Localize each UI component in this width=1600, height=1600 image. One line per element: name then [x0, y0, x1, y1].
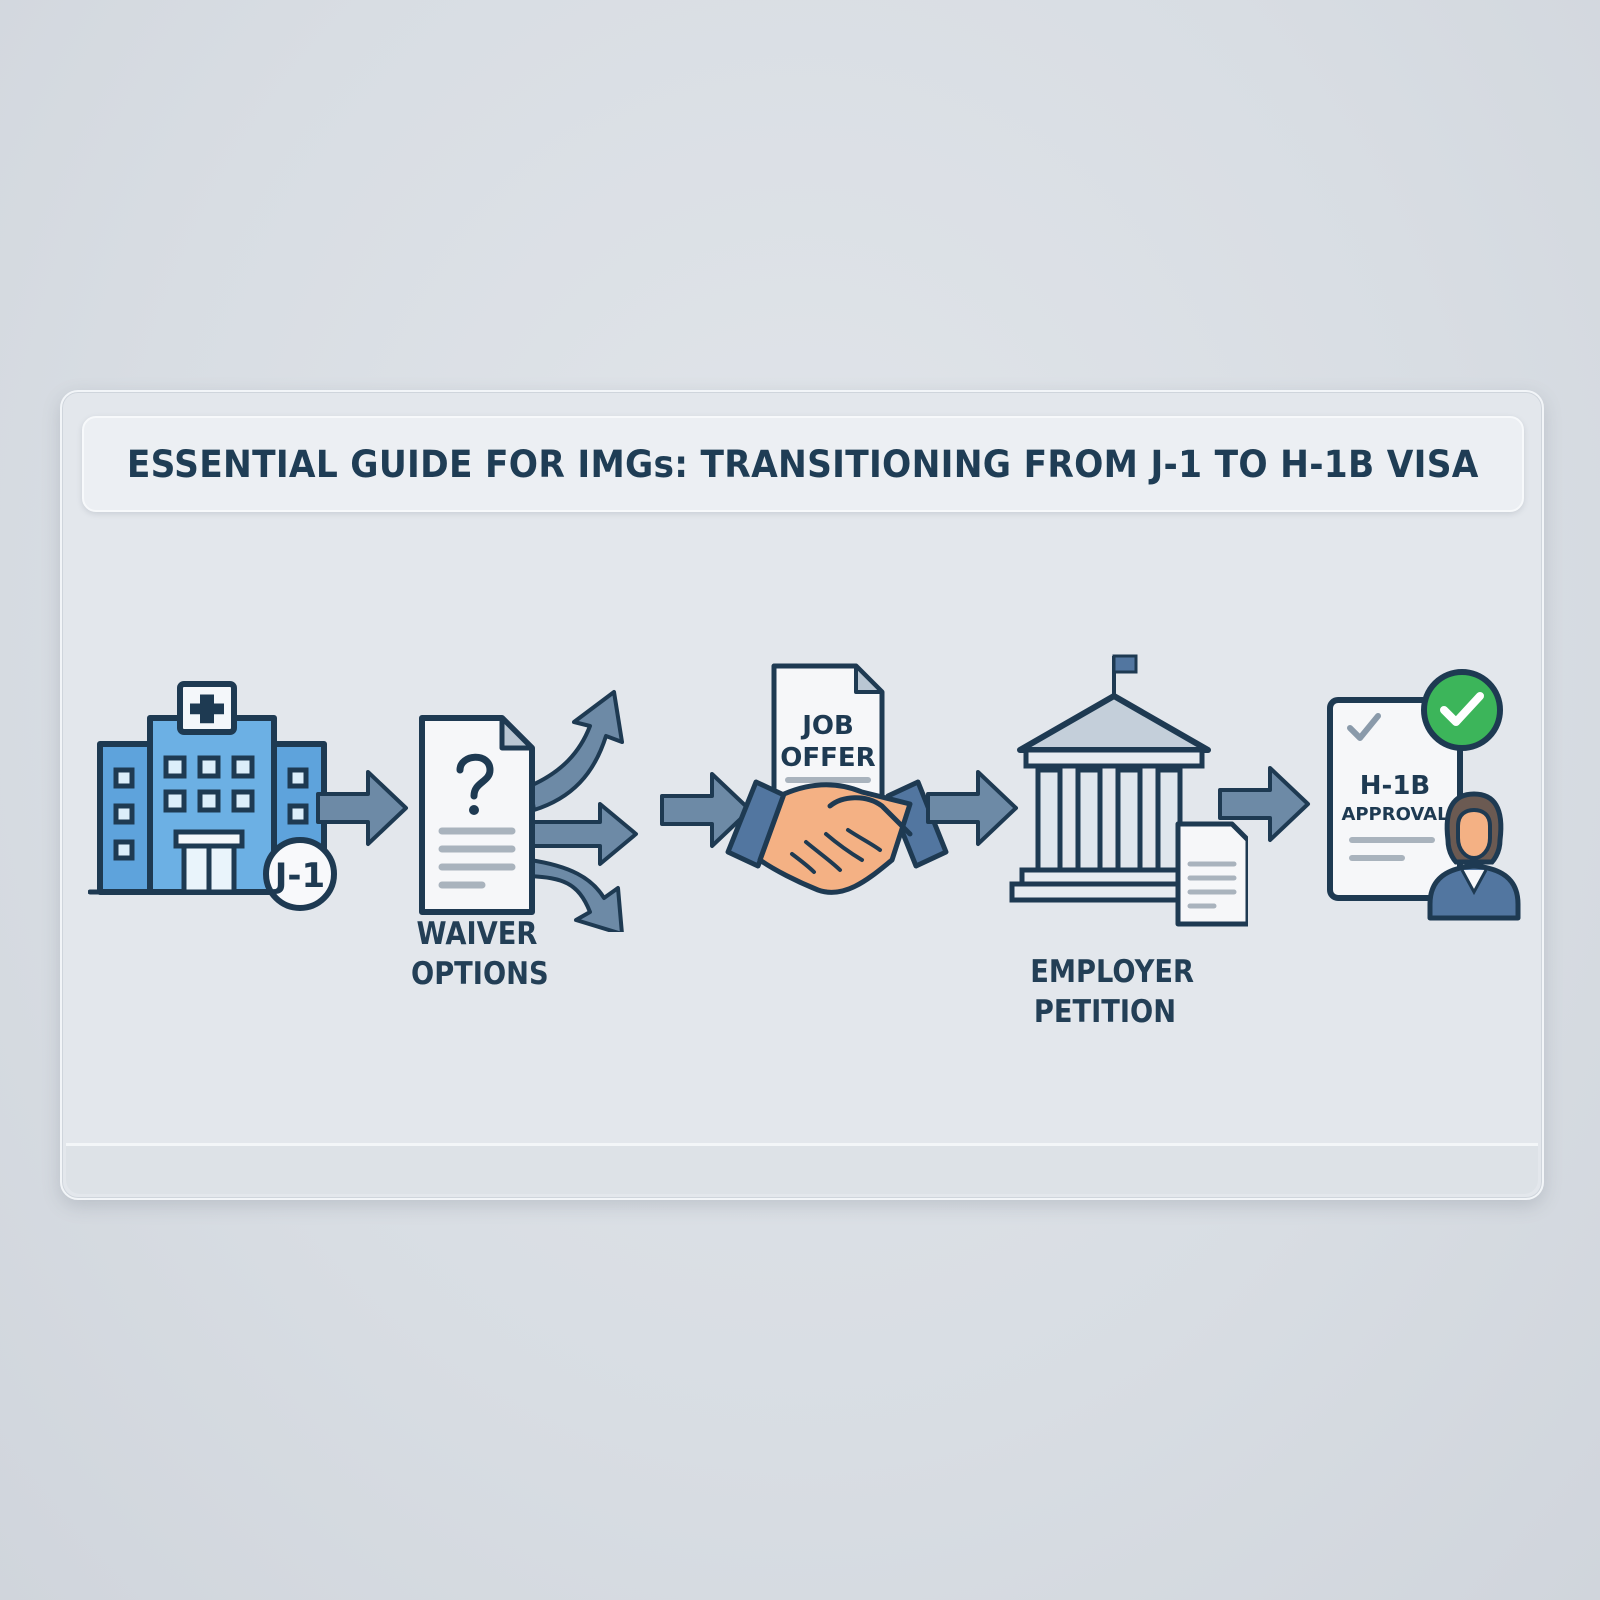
step-h1b-approval: H-1B APPROVAL — [1322, 668, 1522, 938]
step-j1: J-1 — [87, 674, 348, 914]
approved-check-icon — [1421, 669, 1503, 751]
approval-document-icon: H-1B APPROVAL — [1327, 669, 1521, 921]
svg-text:JOB: JOB — [800, 711, 854, 741]
arrow-right-icon — [1218, 766, 1310, 842]
step-employer-petition — [1008, 648, 1251, 938]
arrow-right-icon — [660, 772, 752, 848]
government-building-icon — [1009, 654, 1251, 927]
step-job-offer: JOB OFFER — [722, 654, 962, 924]
infographic-card: ESSENTIAL GUIDE FOR IMGs: TRANSITIONING … — [60, 390, 1544, 1200]
page-title: ESSENTIAL GUIDE FOR IMGs: TRANSITIONING … — [127, 442, 1479, 486]
step-waiver-options — [412, 682, 652, 936]
svg-text:OFFER: OFFER — [780, 743, 875, 773]
label-waiver-options: WAIVER OPTIONS — [411, 916, 549, 992]
svg-text:APPROVAL: APPROVAL — [1341, 804, 1448, 825]
hospital-icon: J-1 — [87, 681, 337, 911]
arrow-right-icon — [926, 770, 1018, 846]
svg-text:H-1B: H-1B — [1360, 771, 1430, 801]
handshake-icon: JOB OFFER — [725, 663, 949, 895]
svg-text:J-1: J-1 — [273, 856, 325, 896]
arrow-right-icon — [316, 770, 408, 846]
card-footer — [66, 1143, 1538, 1194]
title-bar: ESSENTIAL GUIDE FOR IMGs: TRANSITIONING … — [82, 416, 1524, 512]
j1-badge: J-1 — [263, 837, 337, 911]
label-employer-petition: EMPLOYER PETITION — [1030, 954, 1195, 1030]
person-avatar-icon — [1427, 791, 1521, 921]
document-question-icon — [419, 690, 638, 936]
job-offer-document: JOB OFFER — [771, 663, 885, 815]
